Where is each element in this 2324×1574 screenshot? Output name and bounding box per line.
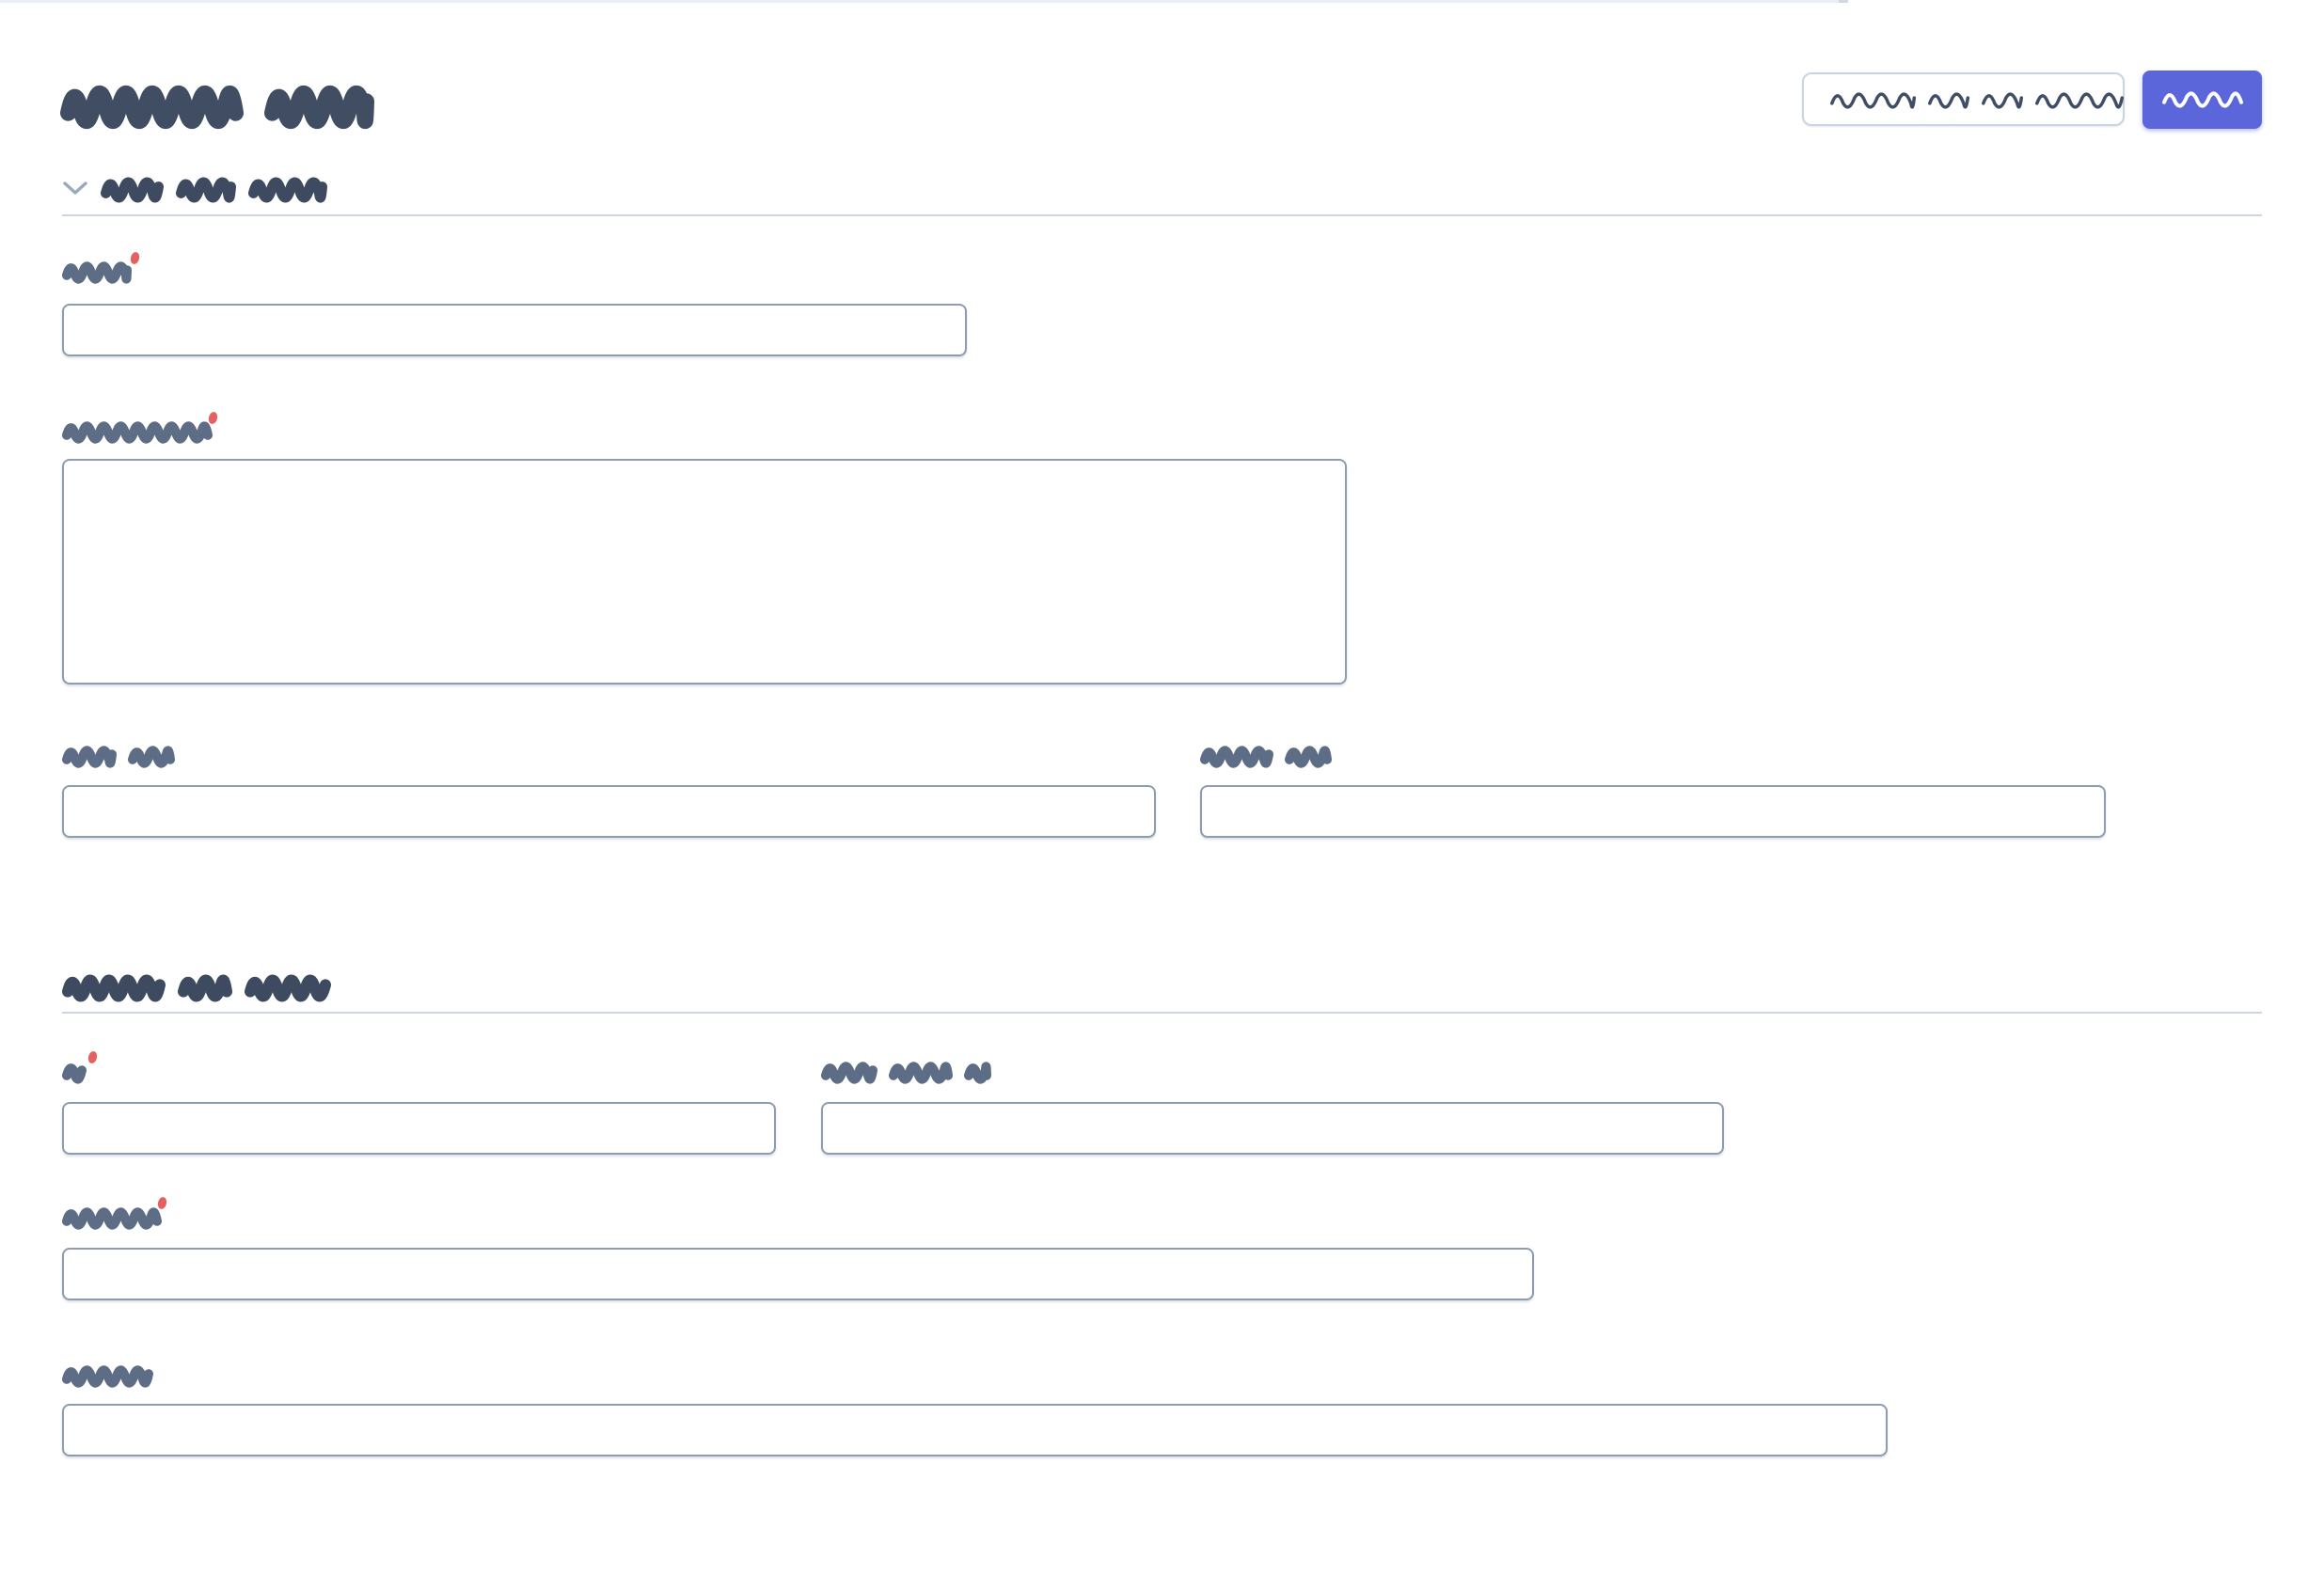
- field-2-textarea[interactable]: [62, 459, 1347, 685]
- section-2-divider: [62, 1012, 2262, 1014]
- field-1-label: [62, 261, 132, 284]
- field-1-required-dot: [129, 251, 141, 265]
- field-7-required-dot: [156, 1196, 168, 1210]
- field-7-input[interactable]: [62, 1248, 1534, 1300]
- field-5-required-dot: [87, 1050, 99, 1064]
- section-2-title: [62, 974, 331, 1002]
- chevron-down-icon[interactable]: [62, 180, 88, 197]
- field-5-label: [62, 1062, 87, 1084]
- field-3-label: [62, 746, 175, 768]
- field-4-input[interactable]: [1200, 785, 2106, 838]
- top-strip: [0, 0, 1839, 3]
- field-8-input[interactable]: [62, 1404, 1888, 1456]
- top-strip-end: [1839, 0, 1848, 3]
- field-2-required-dot: [207, 411, 219, 425]
- field-3-input[interactable]: [62, 785, 1156, 838]
- primary-action-button[interactable]: [2142, 71, 2262, 129]
- page-title: [60, 85, 374, 130]
- field-6-label: [821, 1062, 991, 1084]
- section-1-divider: [62, 214, 2262, 216]
- field-1-input[interactable]: [62, 304, 967, 356]
- field-7-label: [62, 1207, 162, 1230]
- search-input[interactable]: [1804, 74, 2123, 124]
- section-1-title: [101, 177, 327, 203]
- field-8-label: [62, 1365, 153, 1388]
- field-6-input[interactable]: [821, 1102, 1724, 1155]
- button-label-scribble: [2161, 91, 2243, 108]
- field-4-label: [1200, 746, 1332, 768]
- field-2-label: [62, 421, 213, 444]
- field-5-input[interactable]: [62, 1102, 776, 1155]
- search-box: [1802, 72, 2125, 126]
